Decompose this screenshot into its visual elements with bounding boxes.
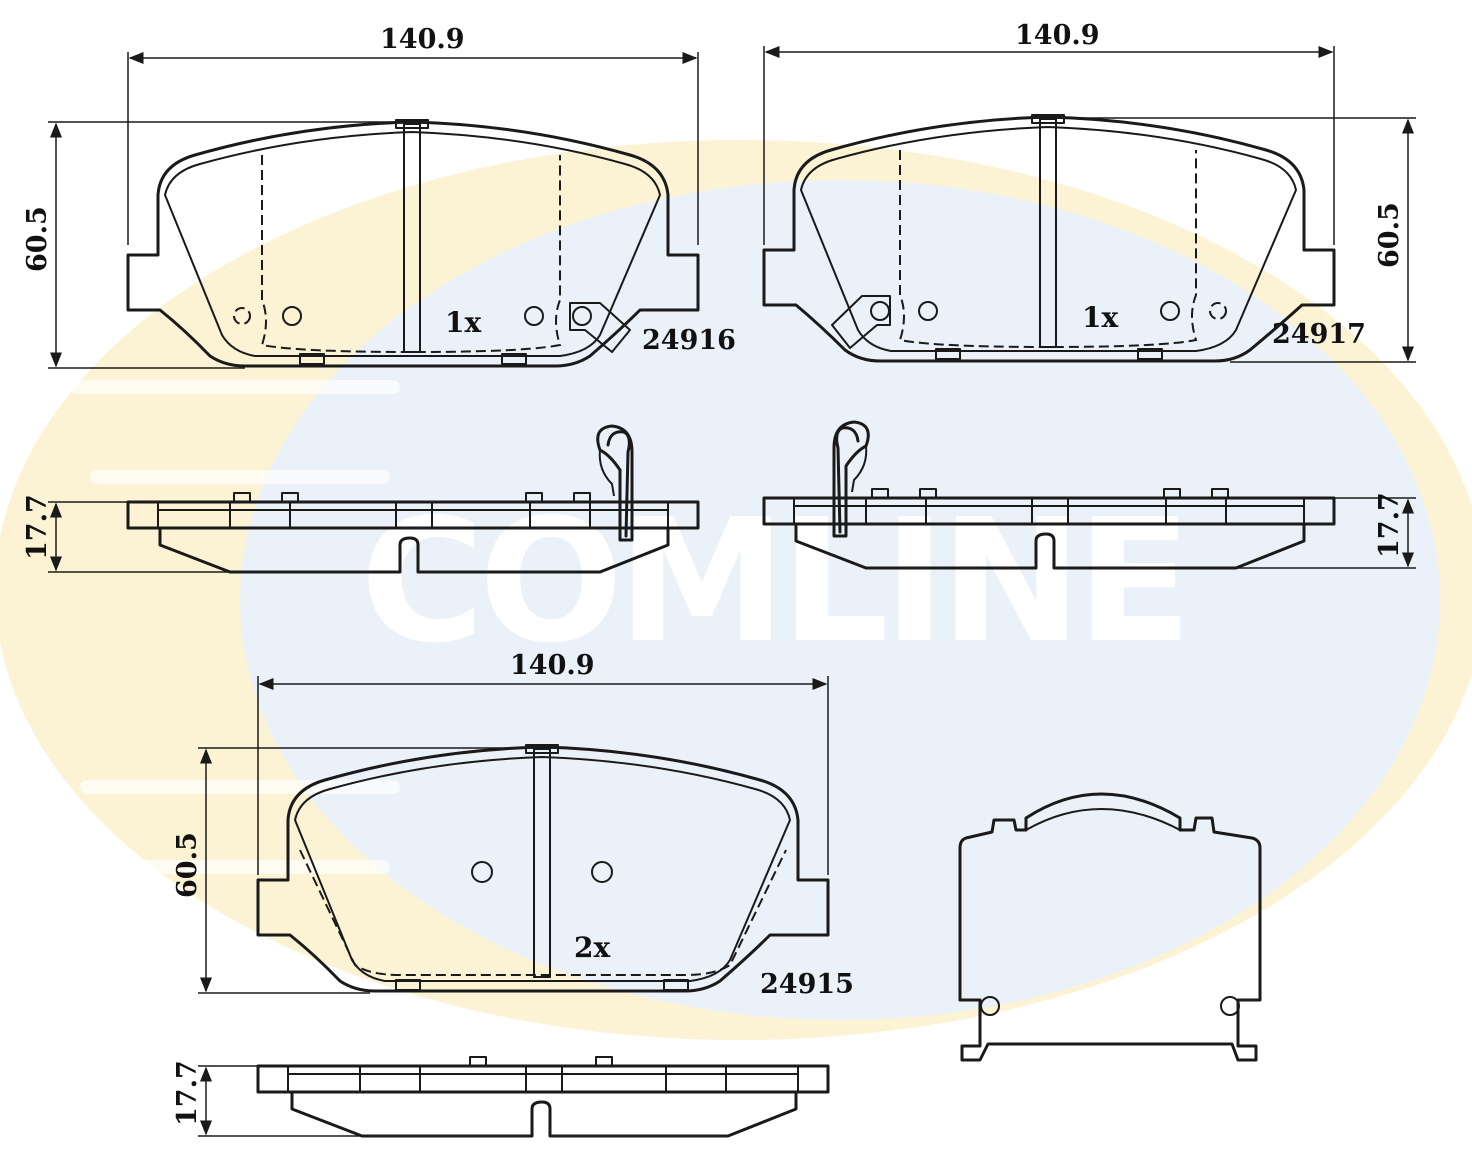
height-value: 60.5 <box>22 206 53 272</box>
side-view: 17.7 <box>172 1056 830 1138</box>
height-dimension: 60.5 <box>22 121 400 369</box>
quantity-label: 1x <box>445 306 481 339</box>
width-dimension: 140.9 <box>763 20 1335 245</box>
part-number: 24915 <box>760 969 854 1000</box>
side-view: 17.7 <box>22 424 700 574</box>
width-dimension: 140.9 <box>257 650 829 875</box>
height-value: 60.5 <box>172 832 203 898</box>
pad-24915: 140.9 60.5 2x 24915 17.7 <box>172 650 854 1138</box>
width-value: 140.9 <box>1015 20 1100 51</box>
pad-outline-icon <box>762 114 1336 363</box>
brand-watermark: COMLINE <box>0 140 1472 1040</box>
pad-24916: 140.9 60.5 1x 24916 17. <box>22 24 736 574</box>
width-dimension: 140.9 <box>127 24 699 245</box>
watermark-text: COMLINE <box>360 483 1186 681</box>
anti-rattle-shim-icon <box>958 792 1262 1062</box>
height-value: 60.5 <box>1374 202 1405 268</box>
part-number: 24917 <box>1272 319 1366 350</box>
quantity-label: 2x <box>574 931 610 964</box>
side-view: 17.7 <box>762 420 1416 570</box>
pad-outline-icon <box>126 119 700 368</box>
pad-24917: 140.9 60.5 1x 24917 17. <box>762 20 1416 570</box>
height-dimension: 60.5 <box>172 747 540 994</box>
thickness-value: 17.7 <box>22 494 53 560</box>
width-value: 140.9 <box>380 24 465 55</box>
thickness-value: 17.7 <box>172 1060 203 1126</box>
watermark-disc-icon <box>240 180 1440 1020</box>
anti-rattle-shim <box>958 792 1262 1062</box>
thickness-value: 17.7 <box>1374 492 1405 558</box>
width-value: 140.9 <box>510 650 595 681</box>
part-number: 24916 <box>642 325 736 356</box>
quantity-label: 1x <box>1082 301 1118 334</box>
pad-outline-icon <box>256 744 830 993</box>
height-dimension: 60.5 <box>1060 117 1416 363</box>
